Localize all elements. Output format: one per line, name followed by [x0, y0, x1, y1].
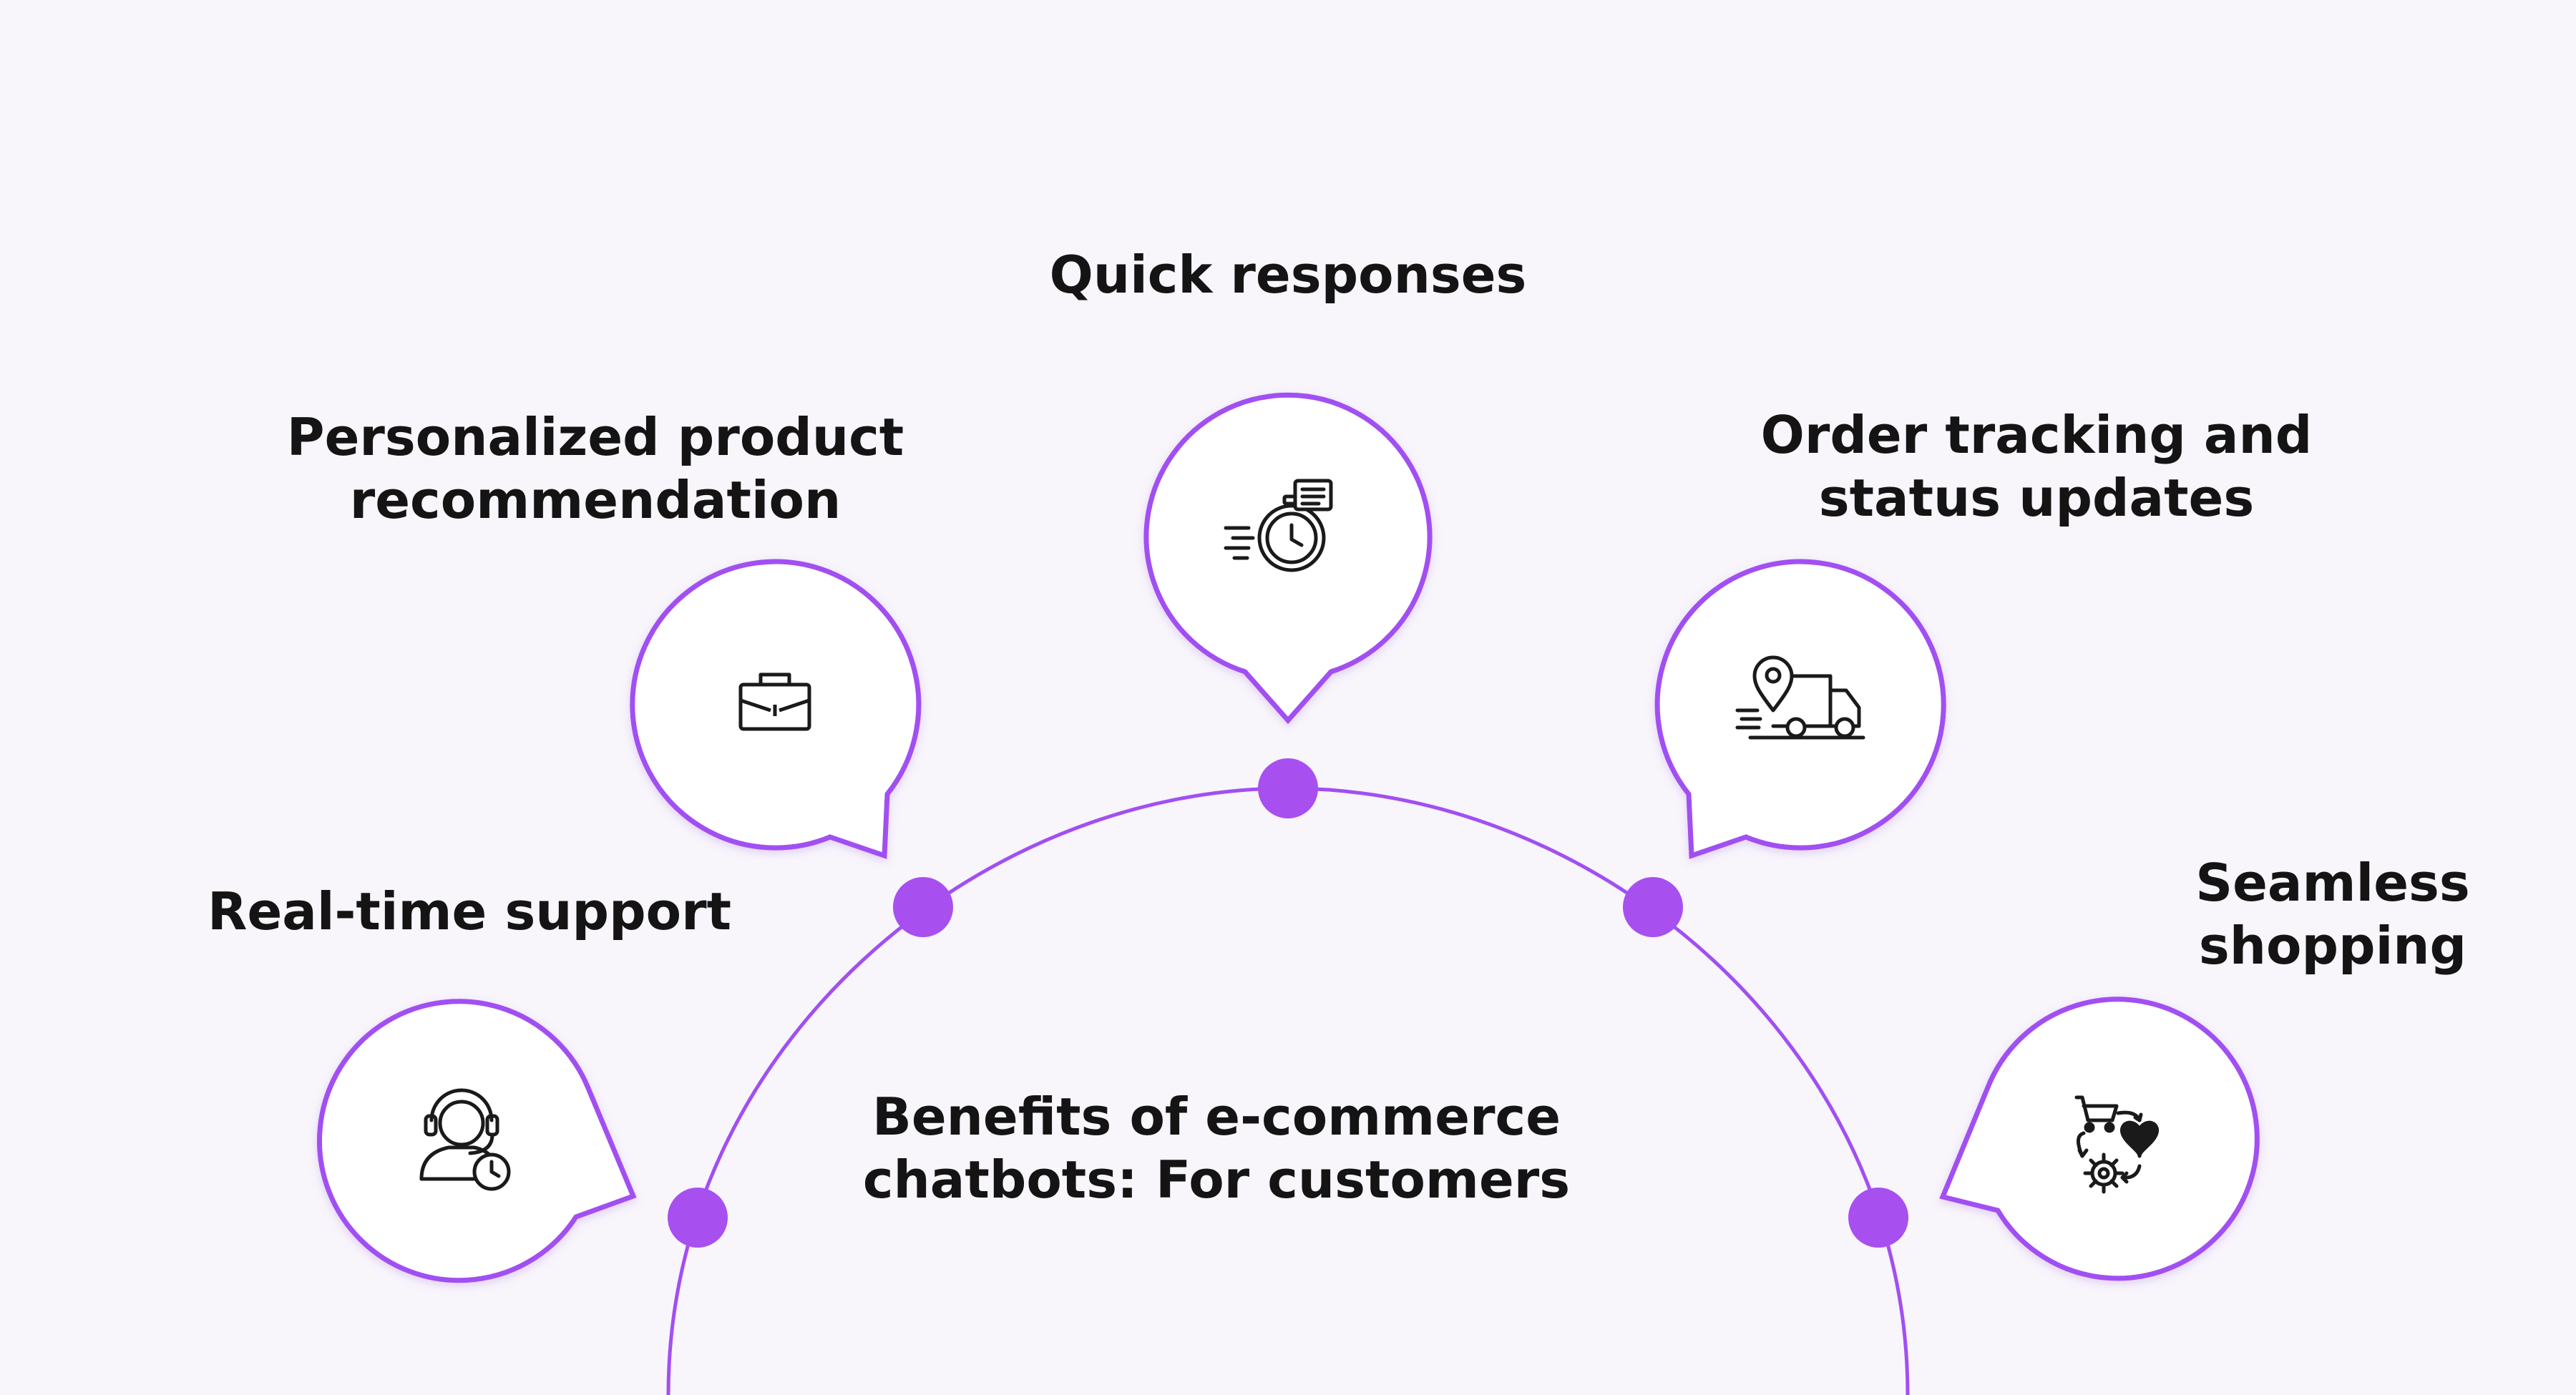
center-title: Benefits of e-commerce chatbots: For cus… — [859, 1085, 1574, 1211]
arc-dot-seamless-shopping — [1848, 1188, 1908, 1248]
bubble-seamless-shopping — [1939, 997, 2260, 1281]
arc-dot-quick-responses — [1258, 758, 1318, 818]
cart-heart-cycle-icon — [2074, 1095, 2160, 1194]
bubble-personalized-recommendation — [630, 559, 922, 859]
label-real-time-support: Real-time support — [208, 881, 732, 941]
arc-dot-real-time-support — [668, 1188, 728, 1248]
delivery-truck-location-icon — [1735, 655, 1865, 740]
label-order-tracking: Order tracking and status updates — [1760, 405, 2313, 528]
bubble-order-tracking — [1654, 559, 1946, 859]
arc-dot-personalized-recommendation — [893, 877, 953, 937]
label-seamless-shopping: Seamless shopping — [2195, 853, 2470, 976]
label-personalized-recommendation: Personalized product recommendation — [286, 407, 904, 530]
customer-support-agent-icon — [419, 1088, 511, 1191]
arc-dot-order-tracking — [1623, 877, 1683, 937]
stopwatch-chat-icon — [1224, 479, 1333, 572]
briefcase-icon — [738, 672, 811, 731]
center-title-line-1: Benefits of e-commerce — [872, 1087, 1561, 1147]
bubble-quick-responses — [1143, 392, 1433, 725]
center-title-line-2: chatbots: For customers — [862, 1150, 1571, 1210]
label-quick-responses: Quick responses — [1049, 245, 1527, 305]
bubble-real-time-support — [317, 999, 637, 1283]
